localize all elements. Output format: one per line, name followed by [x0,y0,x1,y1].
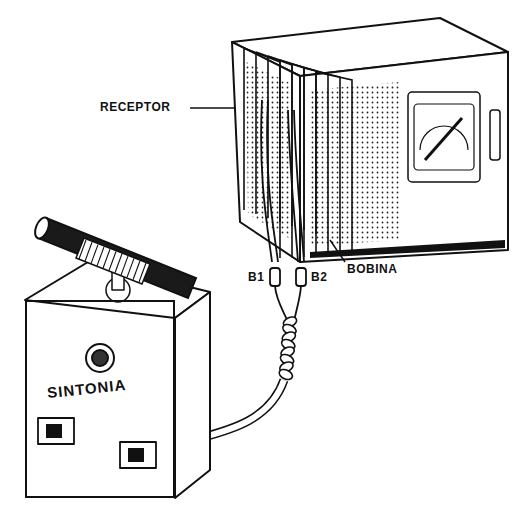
tuner-box-front: SINTONIA [25,300,175,498]
twisted-cable [278,315,299,382]
antenna-turn [127,258,134,277]
part-label: RECEPTOR [98,100,172,114]
leader-line [330,240,345,262]
panel-label: SINTONIA [46,376,127,401]
wire-label: B1 [246,270,266,284]
coil-windings [244,48,352,258]
antenna-turn [115,254,122,273]
antenna-turn [109,252,116,271]
antenna-turn [103,249,110,268]
part-label: BOBINA [345,262,399,276]
coil-turn [304,68,340,256]
ferrite-antenna [32,216,196,298]
antenna-turn [91,245,98,264]
leader-line [190,107,236,109]
cable [200,380,284,438]
coil-turn [292,64,328,256]
antenna-turn [97,247,104,266]
wire-label: B2 [309,270,329,284]
coil-turn [280,60,316,257]
antenna-turn [139,263,146,282]
antenna-turn [133,261,140,280]
coil-turn [316,72,352,255]
coil-leads [261,100,306,322]
radio-receiver [232,18,508,262]
antenna-turn [85,242,92,261]
antenna-turn [79,240,86,259]
antenna-turn [121,256,128,275]
tuner-box [25,262,210,498]
